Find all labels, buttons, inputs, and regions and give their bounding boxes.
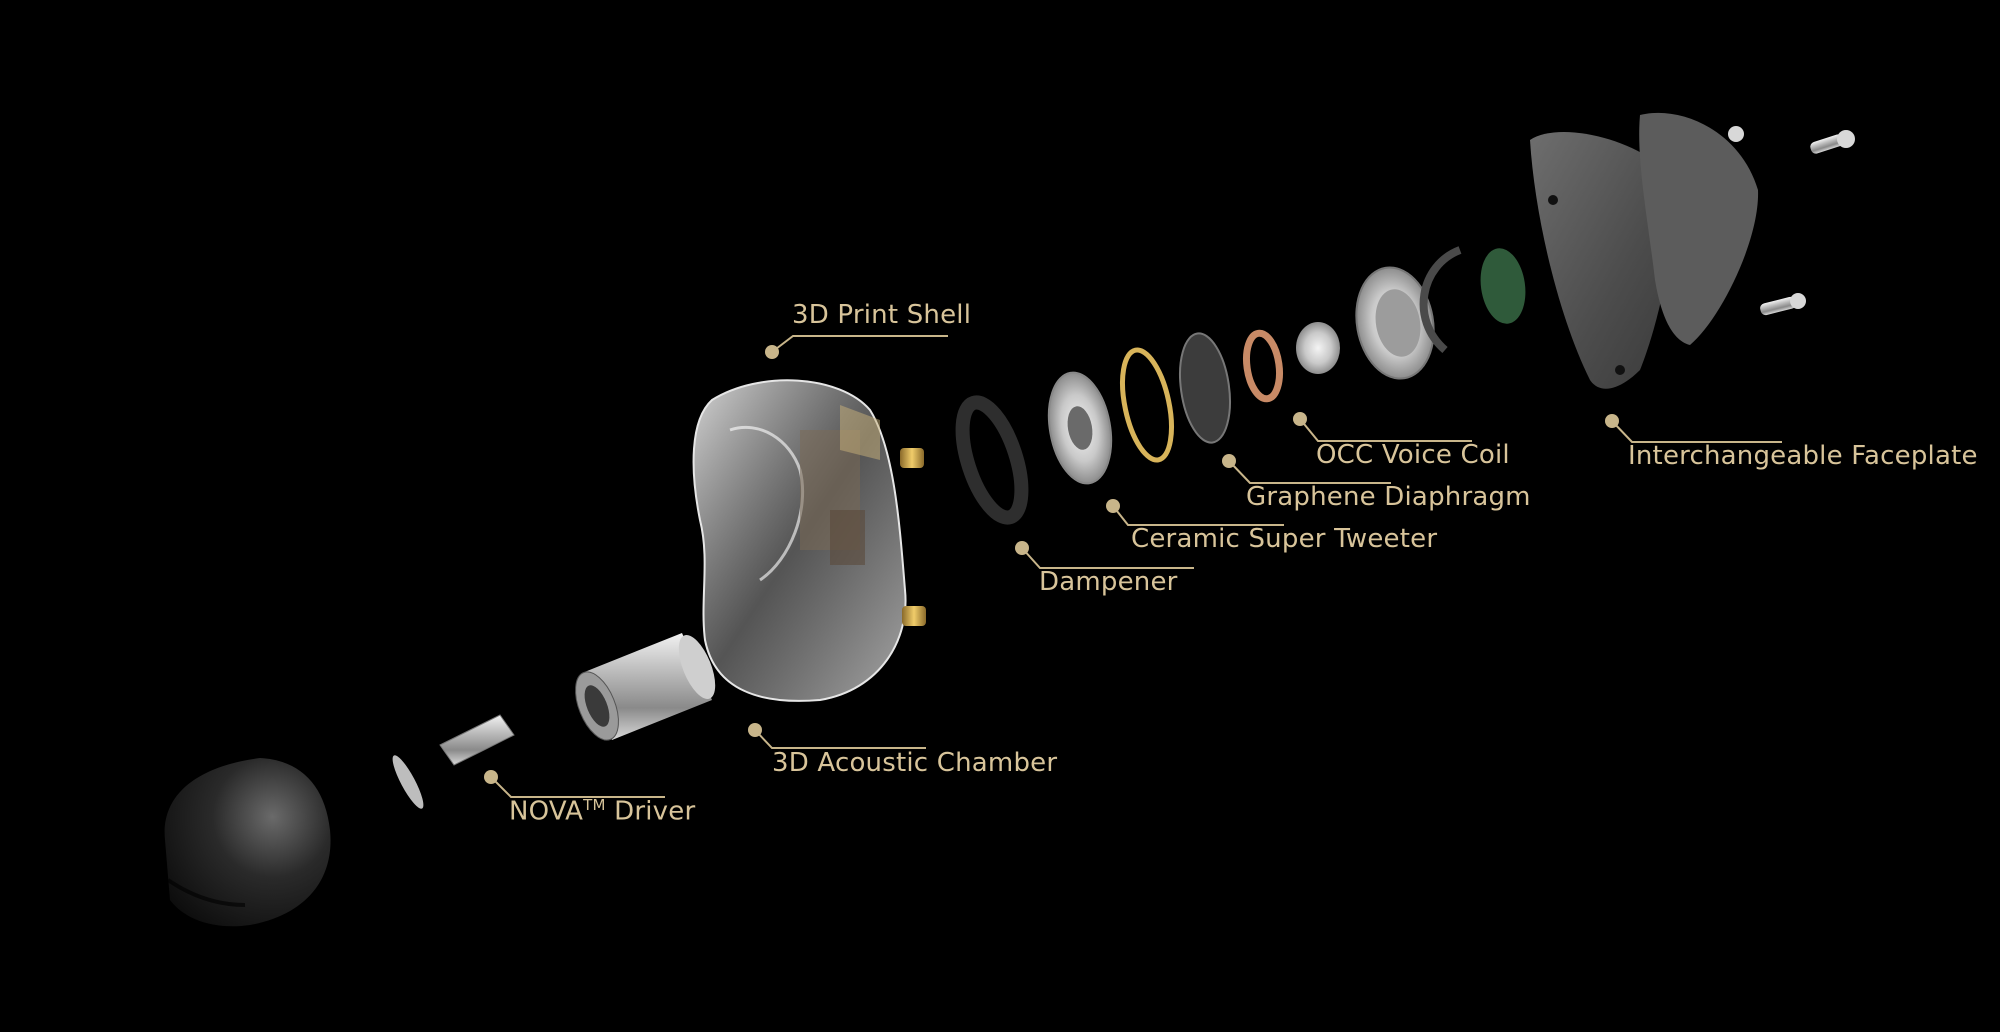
green-filter-part [1480, 248, 1526, 324]
leader-dots [484, 345, 1619, 784]
gold-pin-lower [902, 606, 926, 626]
label-occ-voice-coil: OCC Voice Coil [1316, 440, 1510, 470]
label-ceramic-super-tweeter: Ceramic Super Tweeter [1131, 524, 1438, 554]
label-print-shell: 3D Print Shell [792, 300, 972, 330]
gold-pin-upper [900, 448, 924, 468]
gold-ring-part [1120, 347, 1174, 463]
print-shell-part [692, 379, 907, 702]
filter-disc [392, 755, 424, 809]
nova-driver-part [439, 714, 515, 766]
acoustic-chamber-part [575, 633, 716, 741]
label-nova-driver-tm: TM [583, 796, 606, 814]
dampener-part [955, 395, 1029, 525]
driver-frame-part [1355, 266, 1435, 380]
label-nova-driver-suffix: Driver [605, 796, 696, 827]
screw-upper [1810, 130, 1855, 154]
label-nova-driver-main: NOVA [509, 796, 584, 827]
c-clip-part [1419, 246, 1462, 354]
label-dampener: Dampener [1039, 567, 1178, 597]
screw-lower [1760, 293, 1806, 316]
interchangeable-faceplate-part [1530, 112, 1759, 389]
graphene-diaphragm-part [1179, 332, 1231, 444]
occ-voice-coil-part [1243, 329, 1283, 403]
ear-tip [164, 758, 331, 927]
ceramic-super-tweeter-part [1047, 371, 1113, 485]
label-interchangeable-faceplate: Interchangeable Faceplate [1628, 441, 1978, 471]
label-acoustic-chamber: 3D Acoustic Chamber [772, 748, 1058, 778]
leader-lines [490, 335, 1782, 798]
magnet-part [1296, 322, 1340, 374]
label-graphene-diaphragm: Graphene Diaphragm [1246, 482, 1531, 512]
screw-top [1728, 126, 1744, 142]
label-nova-driver: NOVATM Driver [509, 796, 695, 827]
